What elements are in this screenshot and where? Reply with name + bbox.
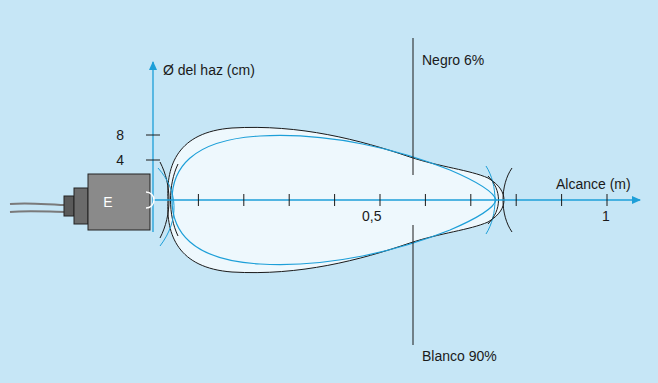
x-axis bbox=[153, 199, 640, 200]
axis-value: 8 bbox=[116, 127, 124, 143]
sensor-emitter: E bbox=[88, 174, 128, 230]
axis-value: 1 bbox=[602, 208, 610, 224]
sensor-cap bbox=[74, 188, 88, 224]
reference-line bbox=[413, 225, 414, 345]
axis-tick bbox=[516, 194, 517, 206]
axis-tick bbox=[243, 194, 244, 206]
axis-tick bbox=[198, 194, 199, 206]
axis-tick bbox=[334, 194, 335, 206]
axis-value: 0,5 bbox=[362, 208, 381, 224]
reference-label: Negro 6% bbox=[422, 52, 484, 68]
axis-title: Ø del haz (cm) bbox=[163, 62, 255, 78]
axis-tick bbox=[607, 194, 608, 206]
sensor-body bbox=[88, 174, 150, 230]
axis-tick bbox=[561, 194, 562, 206]
axis-tick bbox=[470, 194, 471, 206]
axis-title: Alcance (m) bbox=[556, 176, 631, 192]
axis-tick bbox=[425, 194, 426, 206]
axis-tick bbox=[380, 194, 381, 206]
reference-line bbox=[413, 38, 414, 175]
y-axis bbox=[152, 62, 153, 232]
reference-label: Blanco 90% bbox=[422, 348, 497, 364]
axis-value: 4 bbox=[116, 152, 124, 168]
node-text: E bbox=[103, 194, 112, 210]
axis-tick bbox=[289, 194, 290, 206]
